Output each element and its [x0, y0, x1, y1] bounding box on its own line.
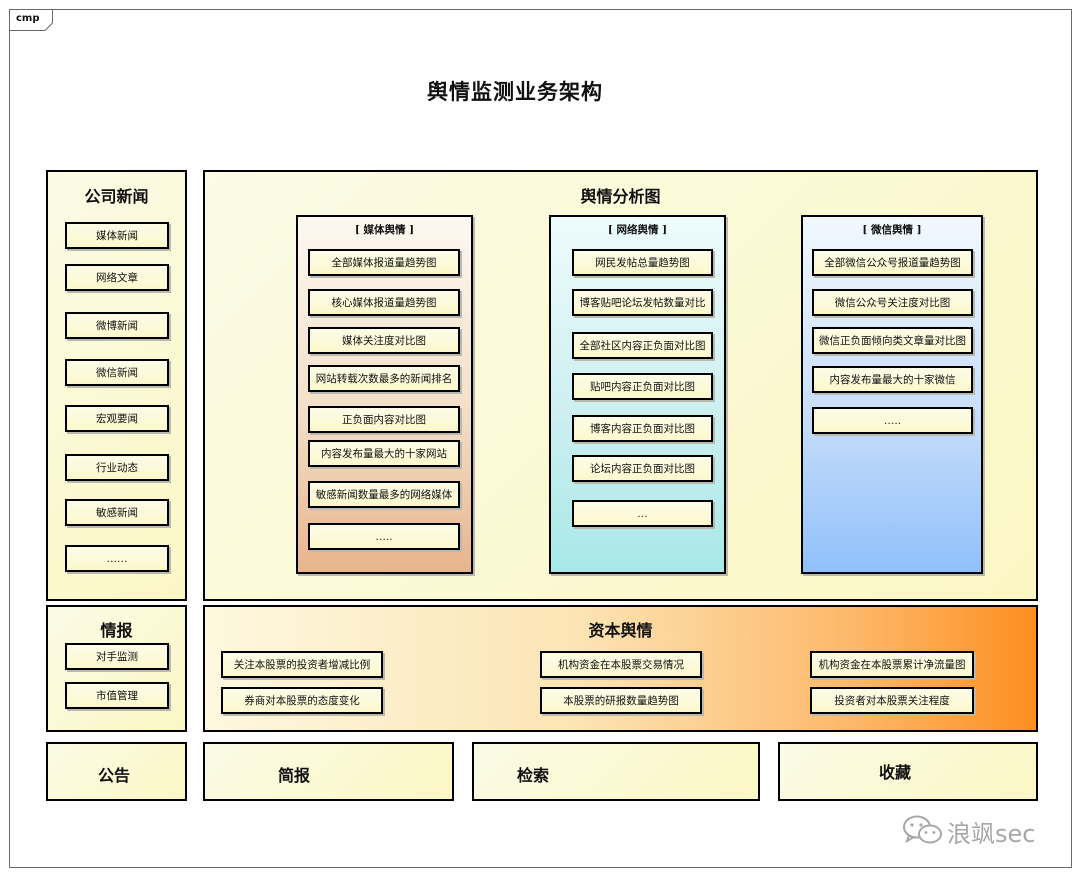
frame-tag: cmp: [9, 9, 53, 31]
wechat-sentiment-title: [ 微信舆情 ]: [862, 224, 922, 236]
company-news-item[interactable]: 宏观要闻: [65, 405, 169, 432]
company-news-item[interactable]: ……: [65, 545, 169, 572]
watermark-text: 浪飒sec: [947, 820, 1036, 848]
capital-item[interactable]: 关注本股票的投资者增减比例: [221, 651, 383, 678]
network-sentiment-column: [ 网络舆情 ] 网民发帖总量趋势图 博客贴吧论坛发帖数量对比 全部社区内容正负…: [549, 215, 726, 574]
announcement-label: 公告: [98, 766, 131, 785]
analysis-box: 舆情分析图 [ 媒体舆情 ] 全部媒体报道量趋势图 核心媒体报道量趋势图 媒体关…: [203, 170, 1038, 601]
wechat-item[interactable]: …..: [812, 407, 973, 434]
wechat-icon: [903, 815, 942, 844]
company-news-item[interactable]: 微博新闻: [65, 312, 169, 339]
company-news-item[interactable]: 敏感新闻: [65, 499, 169, 526]
media-item[interactable]: 正负面内容对比图: [308, 406, 460, 433]
wechat-item[interactable]: 微信公众号关注度对比图: [812, 289, 973, 316]
search-label: 检索: [517, 766, 550, 785]
network-item[interactable]: 论坛内容正负面对比图: [572, 455, 713, 482]
network-item[interactable]: 贴吧内容正负面对比图: [572, 373, 713, 400]
media-item[interactable]: 网站转载次数最多的新闻排名: [308, 365, 460, 392]
watermark: 浪飒sec: [902, 812, 1052, 848]
capital-item[interactable]: 机构资金在本股票累计净流量图: [810, 651, 974, 678]
announcement-box[interactable]: 公告: [46, 742, 187, 801]
company-news-box: 公司新闻 媒体新闻 网络文章 微博新闻 微信新闻 宏观要闻 行业动态 敏感新闻 …: [46, 170, 187, 601]
capital-item[interactable]: 券商对本股票的态度变化: [221, 687, 383, 714]
company-news-item[interactable]: 网络文章: [65, 264, 169, 291]
capital-item[interactable]: 投资者对本股票关注程度: [810, 687, 974, 714]
company-news-title: 公司新闻: [84, 187, 149, 206]
media-item[interactable]: 内容发布量最大的十家网站: [308, 440, 460, 467]
capital-sentiment-box: 资本舆情 关注本股票的投资者增减比例 券商对本股票的态度变化 机构资金在本股票交…: [203, 605, 1038, 732]
network-item[interactable]: 博客贴吧论坛发帖数量对比: [572, 289, 713, 316]
diagram-title: 舆情监测业务架构: [427, 79, 603, 104]
network-item[interactable]: 全部社区内容正负面对比图: [572, 332, 713, 359]
network-item[interactable]: 博客内容正负面对比图: [572, 415, 713, 442]
intel-title: 情报: [100, 621, 133, 640]
wechat-item[interactable]: 全部微信公众号报道量趋势图: [812, 249, 973, 276]
intel-item[interactable]: 对手监测: [65, 643, 169, 670]
brief-box[interactable]: 简报: [203, 742, 454, 801]
company-news-item[interactable]: 媒体新闻: [65, 222, 169, 249]
search-box[interactable]: 检索: [472, 742, 760, 801]
media-item[interactable]: 媒体关注度对比图: [308, 327, 460, 354]
network-item[interactable]: …: [572, 500, 713, 527]
media-item[interactable]: 核心媒体报道量趋势图: [308, 289, 460, 316]
favorites-label: 收藏: [879, 763, 912, 782]
company-news-item[interactable]: 行业动态: [65, 454, 169, 481]
intel-item[interactable]: 市值管理: [65, 682, 169, 709]
wechat-item[interactable]: 微信正负面倾向类文章量对比图: [812, 327, 973, 354]
brief-label: 简报: [278, 766, 311, 785]
media-sentiment-title: [ 媒体舆情 ]: [354, 224, 415, 236]
media-sentiment-column: [ 媒体舆情 ] 全部媒体报道量趋势图 核心媒体报道量趋势图 媒体关注度对比图 …: [296, 215, 473, 574]
network-item[interactable]: 网民发帖总量趋势图: [572, 249, 713, 276]
network-sentiment-title: [ 网络舆情 ]: [607, 224, 668, 236]
analysis-title: 舆情分析图: [580, 187, 661, 206]
intel-box: 情报 对手监测 市值管理: [46, 605, 187, 732]
capital-item[interactable]: 本股票的研报数量趋势图: [540, 687, 702, 714]
capital-sentiment-title: 资本舆情: [588, 621, 653, 640]
wechat-sentiment-column: [ 微信舆情 ] 全部微信公众号报道量趋势图 微信公众号关注度对比图 微信正负面…: [801, 215, 983, 574]
media-item[interactable]: …..: [308, 523, 460, 550]
favorites-box[interactable]: 收藏: [778, 742, 1038, 801]
wechat-item[interactable]: 内容发布量最大的十家微信: [812, 366, 973, 393]
media-item[interactable]: 敏感新闻数量最多的网络媒体: [308, 481, 460, 508]
media-item[interactable]: 全部媒体报道量趋势图: [308, 249, 460, 276]
diagram-frame: [9, 9, 1072, 868]
capital-item[interactable]: 机构资金在本股票交易情况: [540, 651, 702, 678]
frame-tag-label: cmp: [16, 13, 40, 24]
company-news-item[interactable]: 微信新闻: [65, 359, 169, 386]
